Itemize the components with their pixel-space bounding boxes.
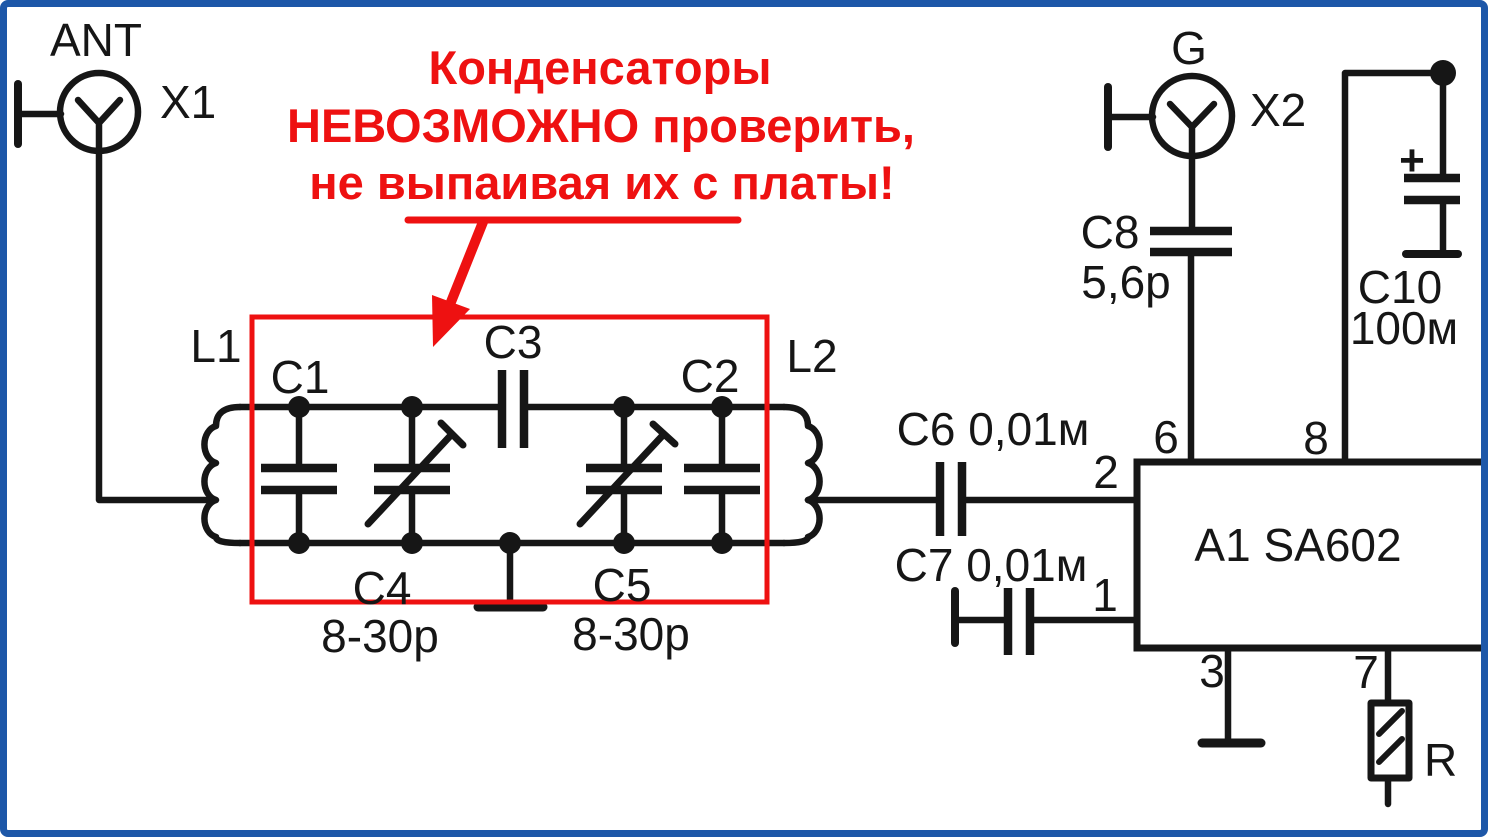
- trimmer-arrow-icon: [364, 419, 467, 528]
- label-c3: C3: [484, 316, 543, 368]
- junction-dot: [288, 532, 310, 554]
- capacitor-c6-icon: [935, 462, 967, 536]
- junction-dot: [613, 396, 635, 418]
- junction-dot: [613, 532, 635, 554]
- resistor-hatch-icon: [1376, 708, 1405, 765]
- label-pin2: 2: [1093, 446, 1119, 498]
- junction-dot: [711, 532, 733, 554]
- capacitor-c10: [1341, 69, 1462, 466]
- capacitor-c2-icon: [684, 463, 760, 495]
- junction-dot: [499, 532, 521, 554]
- wire-pin8-supply: [1341, 69, 1447, 466]
- label-c10-polarity: +: [1399, 136, 1425, 185]
- label-c10-value: 100м: [1350, 302, 1458, 354]
- capacitor-c7: [951, 587, 1141, 655]
- arrowhead-icon: [432, 295, 470, 347]
- junction-dots: [288, 60, 1456, 554]
- label-l1: L1: [190, 320, 241, 372]
- label-g: G: [1171, 22, 1207, 74]
- label-c10: C10: [1358, 261, 1442, 313]
- capacitor-c6: [804, 462, 1141, 536]
- label-c8-value: 5,6p: [1081, 256, 1171, 308]
- capacitor-c5-icon: [586, 463, 662, 495]
- label-pin7: 7: [1353, 646, 1379, 698]
- label-r: R: [1424, 734, 1457, 786]
- warning-text-line1: Конденсаторы: [429, 41, 772, 94]
- label-c2: C2: [681, 350, 740, 402]
- label-c6: C6 0,01м: [897, 403, 1090, 455]
- wire-antenna-feed: [95, 147, 218, 504]
- label-c4-value: 8-30p: [321, 610, 439, 662]
- ic-body: [1133, 458, 1488, 652]
- capacitor-c1-icon: [261, 463, 337, 495]
- junction-dot: [401, 396, 423, 418]
- label-c5: C5: [593, 559, 652, 611]
- pin3-ground: [1197, 644, 1266, 748]
- label-pin3: 3: [1199, 645, 1225, 697]
- label-x2: X2: [1250, 84, 1306, 136]
- ic-a1-sa602: [1133, 458, 1488, 652]
- connector-x2: [1104, 72, 1236, 466]
- label-l2: L2: [786, 330, 837, 382]
- label-c5-value: 8-30p: [572, 608, 690, 660]
- junction-dot: [288, 396, 310, 418]
- arrow-shaft: [446, 217, 488, 307]
- label-c4: C4: [353, 562, 412, 614]
- label-ic: A1 SA602: [1194, 519, 1401, 571]
- label-pin8: 8: [1303, 412, 1329, 464]
- capacitor-c3-icon: [497, 370, 529, 448]
- label-c8: C8: [1081, 206, 1140, 258]
- inductor-l1-coil-icon: [201, 403, 244, 547]
- capacitor-c10-icon: [1404, 173, 1460, 205]
- warning-text-line3: не выпаивая их с платы!: [309, 156, 894, 209]
- label-x1: X1: [160, 76, 216, 128]
- connector-x1: [14, 69, 218, 504]
- resistor-r: [1367, 644, 1413, 808]
- junction-dot: [711, 396, 733, 418]
- label-c1: C1: [271, 351, 330, 403]
- warning-text-line2: НЕВОЗМОЖНО проверить,: [287, 99, 915, 152]
- inductor-l2-coil-icon: [780, 403, 823, 547]
- capacitor-c8-icon: [1150, 226, 1232, 257]
- junction-dot: [401, 532, 423, 554]
- label-pin1: 1: [1092, 569, 1118, 621]
- capacitor-c7-icon: [1003, 588, 1035, 655]
- warning-annotation: [249, 216, 770, 605]
- capacitor-c4-icon: [374, 463, 450, 495]
- label-c7: C7 0,01м: [895, 539, 1088, 591]
- label-ant: ANT: [50, 14, 142, 66]
- antenna-y-icon: [1166, 100, 1218, 159]
- trimmer-arrow-icon: [576, 420, 679, 528]
- highlight-rectangle: [249, 314, 770, 605]
- antenna-y-icon: [74, 96, 124, 155]
- label-pin6: 6: [1153, 411, 1179, 463]
